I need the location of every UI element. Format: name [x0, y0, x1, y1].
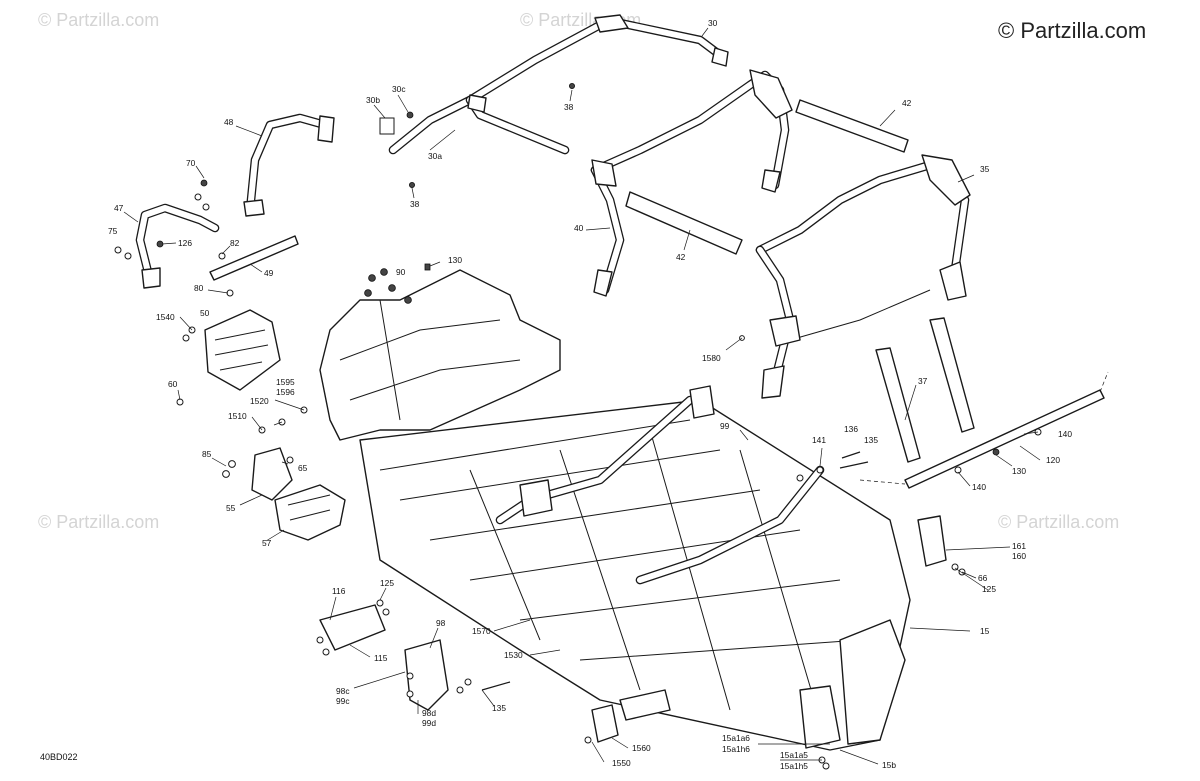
callout-141: 141: [812, 435, 826, 445]
callout-55: 55: [226, 503, 236, 513]
callout-98c: 98c: [336, 686, 350, 696]
callout-47: 47: [114, 203, 124, 213]
bracket-57: [274, 484, 346, 541]
callout-1550: 1550: [612, 758, 631, 768]
callout-1580: 1580: [702, 353, 721, 363]
callout-120: 120: [1046, 455, 1060, 465]
callout-116: 116: [332, 586, 346, 596]
callout-1540: 1540: [156, 312, 175, 322]
callout-49: 49: [264, 268, 274, 278]
callout-labels: 30 38 30c 30b 30a 38 48 42 35 70 40 42 4…: [108, 18, 1072, 771]
roll-cage-crossbars-42: [625, 99, 909, 255]
callout-1570: 1570: [472, 626, 491, 636]
callout-57: 57: [262, 538, 272, 548]
callout-136: 136: [844, 424, 858, 434]
callout-115: 115: [374, 653, 388, 663]
callout-98: 98: [436, 618, 446, 628]
callout-40: 40: [574, 223, 584, 233]
callout-37: 37: [918, 376, 928, 386]
callout-15a1h5: 15a1h5: [780, 761, 808, 771]
watermark-mid-left: © Partzilla.com: [38, 512, 159, 532]
watermark-top-left: © Partzilla.com: [38, 10, 159, 30]
rear-support-tubes-37: [875, 317, 975, 463]
callout-15: 15: [980, 626, 990, 636]
callout-161: 161: [1012, 541, 1026, 551]
callout-30c: 30c: [392, 84, 406, 94]
watermark-mid-right: © Partzilla.com: [998, 512, 1119, 532]
callout-135-right: 135: [864, 435, 878, 445]
callout-70: 70: [186, 158, 196, 168]
bracket-55: [251, 447, 293, 501]
bracket-115: [319, 604, 386, 651]
callout-80: 80: [194, 283, 204, 293]
callout-140-bottom: 140: [972, 482, 986, 492]
callout-125-right: 125: [982, 584, 996, 594]
bracket-50: [204, 309, 281, 391]
callout-48: 48: [224, 117, 234, 127]
callout-140-top: 140: [1058, 429, 1072, 439]
callout-30: 30: [708, 18, 718, 28]
callout-38-top: 38: [564, 102, 574, 112]
main-frame-15: [319, 269, 911, 751]
roll-cage-side-bar-40: [590, 69, 793, 297]
callout-30b: 30b: [366, 95, 380, 105]
callout-60: 60: [168, 379, 178, 389]
grab-handle-48: [243, 113, 335, 217]
callout-1510: 1510: [228, 411, 247, 421]
callout-65: 65: [298, 463, 308, 473]
bracket-1560: [591, 704, 619, 743]
callout-66: 66: [978, 573, 988, 583]
callout-30a: 30a: [428, 151, 442, 161]
leader-lines: [123, 27, 1041, 765]
callout-50: 50: [200, 308, 210, 318]
callout-99c: 99c: [336, 696, 350, 706]
callout-38-left: 38: [410, 199, 420, 209]
callout-125-left: 125: [380, 578, 394, 588]
callout-15a1a6: 15a1a6: [722, 733, 750, 743]
callout-160: 160: [1012, 551, 1026, 561]
callout-1530: 1530: [504, 650, 523, 660]
roll-cage-rear-bar-35: [755, 154, 971, 399]
callout-130-top: 130: [448, 255, 462, 265]
callout-130-right: 130: [1012, 466, 1026, 476]
callout-42-top: 42: [902, 98, 912, 108]
callout-90: 90: [396, 267, 406, 277]
callout-35: 35: [980, 164, 990, 174]
callout-42-bottom: 42: [676, 252, 686, 262]
callout-85: 85: [202, 449, 212, 459]
callout-1520: 1520: [250, 396, 269, 406]
callout-75: 75: [108, 226, 118, 236]
callout-99d: 99d: [422, 718, 436, 728]
callout-15b: 15b: [882, 760, 896, 770]
callout-1596: 1596: [276, 387, 295, 397]
callout-15a1a5: 15a1a5: [780, 750, 808, 760]
roll-cage-front-bar-30: [388, 14, 729, 155]
brand-copyright: © Partzilla.com: [998, 18, 1146, 43]
callout-135-bottom: 135: [492, 703, 506, 713]
drawing-code: 40BD022: [40, 752, 78, 762]
callout-126: 126: [178, 238, 192, 248]
callout-82: 82: [230, 238, 240, 248]
callout-99: 99: [720, 421, 730, 431]
rail-120: [859, 371, 1109, 489]
callout-15a1h6: 15a1h6: [722, 744, 750, 754]
grab-handle-47: [135, 203, 220, 289]
callout-98d: 98d: [422, 708, 436, 718]
bracket-161: [917, 515, 947, 567]
callout-1595: 1595: [276, 377, 295, 387]
callout-1560: 1560: [632, 743, 651, 753]
handle-bracket-49: [209, 235, 299, 281]
